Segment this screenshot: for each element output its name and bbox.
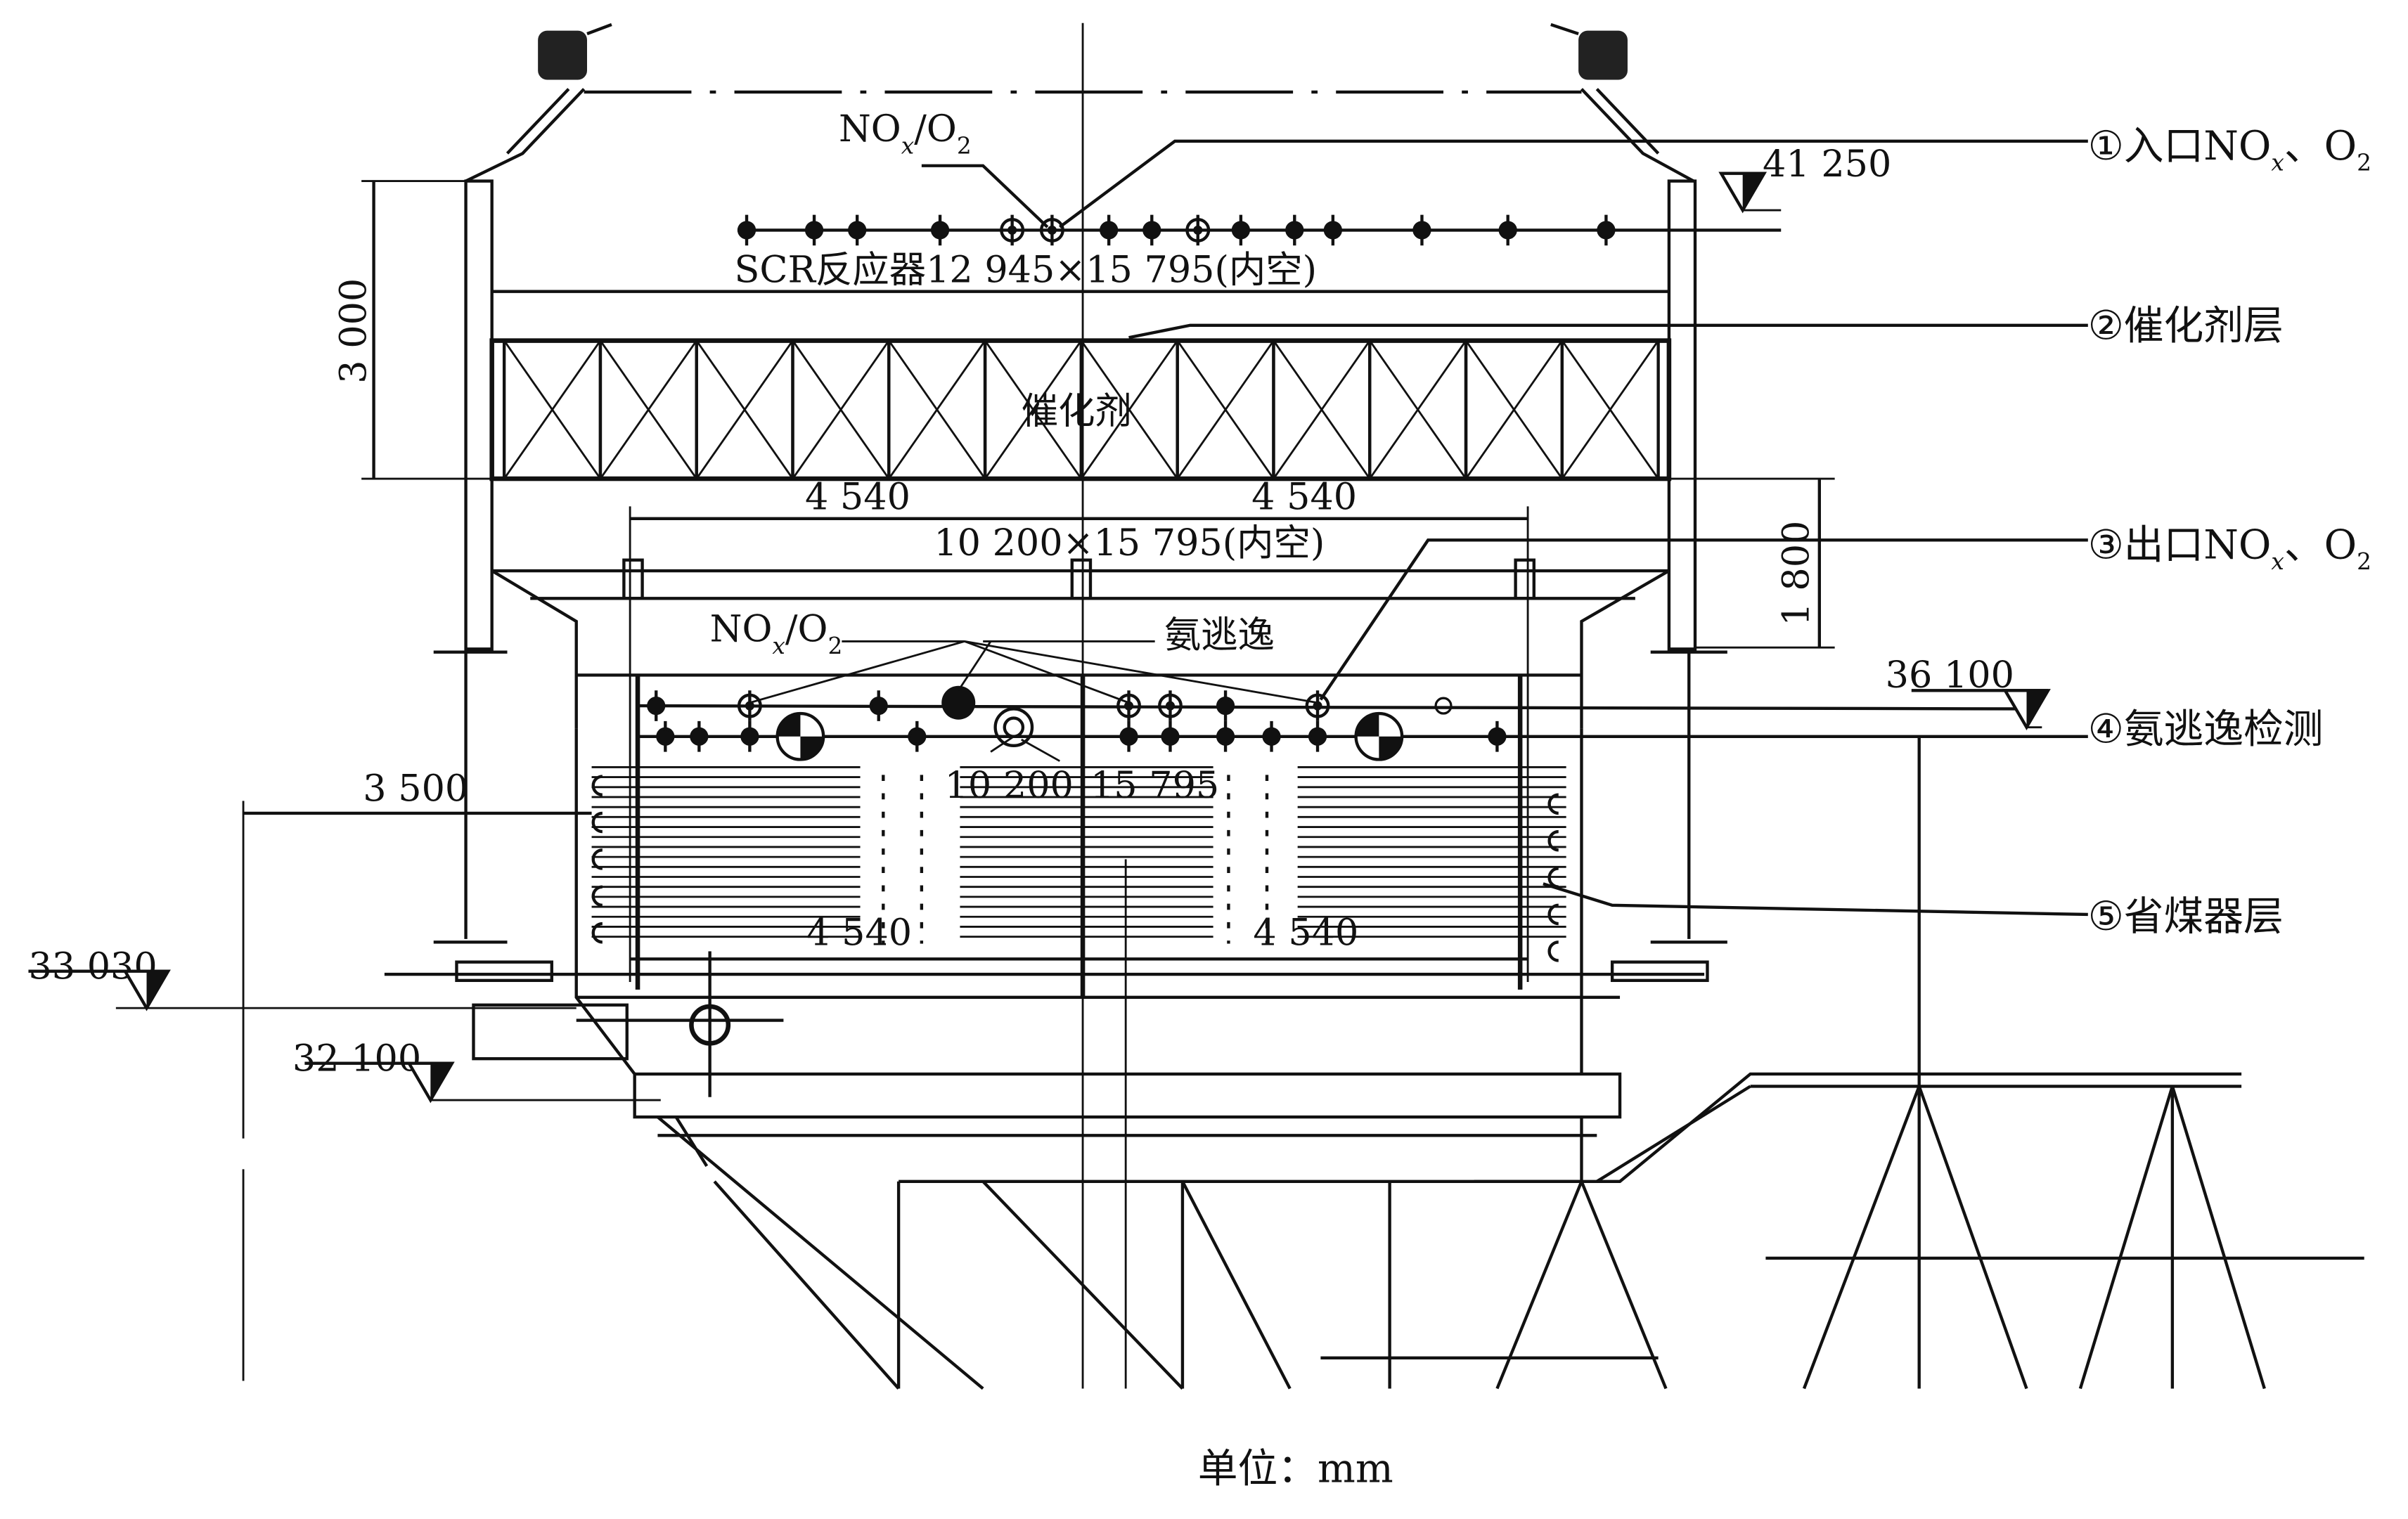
probe-icon <box>690 720 709 752</box>
catalyst-label: 催化剂 <box>1022 389 1132 432</box>
probe-icon <box>1116 690 1142 721</box>
height-gap-dimension: 1 800 <box>1775 521 1818 626</box>
probe-icon <box>737 214 756 246</box>
mixer-right-icon <box>1354 711 1404 761</box>
catalyst-layer <box>489 338 1672 481</box>
probe-icon <box>804 214 824 246</box>
probe-icon <box>1039 214 1064 246</box>
probe-icon <box>1100 214 1119 246</box>
outlet-probes <box>647 690 1507 752</box>
probe-icon <box>1119 720 1138 752</box>
probe-icon <box>737 690 762 721</box>
ammonia-slip-label: 氨逃逸 <box>1164 614 1275 657</box>
elevation-marker: 36 100 <box>1886 654 2051 730</box>
right-column <box>1610 179 1727 983</box>
duct-probe-icon <box>993 707 1034 748</box>
svg-text:③出口NOx、O2: ③出口NOx、O2 <box>2088 522 2371 575</box>
nox-o2-label-bottom: NOx/O2 <box>710 607 843 659</box>
elevation-markers: 41 250 36 100 33 030 32 100 <box>28 143 2051 1104</box>
left-column <box>433 179 553 983</box>
offset-left-dimension: 3 500 <box>363 767 468 810</box>
probe-icon <box>908 720 927 752</box>
probe-icon <box>930 214 950 246</box>
width-right-top: 4 540 <box>1251 476 1357 519</box>
inner-box-dimension: 10 200×15 795(内空) <box>934 522 1325 564</box>
elevation-marker: 33 030 <box>28 945 577 1011</box>
probe-icon <box>1216 720 1235 752</box>
probe-icon <box>740 720 759 752</box>
callout-5: ⑤省煤器层 <box>2088 893 2284 940</box>
callout-1: ①入口NOx、O2 <box>2088 123 2371 176</box>
mixer-left-icon <box>775 711 825 761</box>
height-catalyst-dimension: 3 000 <box>333 278 375 384</box>
support-platform <box>633 1072 1622 1119</box>
probe-icon <box>1231 214 1250 246</box>
svg-text:①入口NOx、O2: ①入口NOx、O2 <box>2088 123 2371 176</box>
probe-icon <box>656 720 675 752</box>
callout-3: ③出口NOx、O2 <box>2088 522 2371 575</box>
callout-2: ②催化剂层 <box>2088 302 2284 349</box>
svg-text:②催化剂层: ②催化剂层 <box>2088 302 2284 349</box>
support-truss <box>713 736 2266 1390</box>
probe-icon <box>647 690 666 721</box>
svg-text:④氨逃逸检测: ④氨逃逸检测 <box>2088 706 2324 752</box>
probe-icon <box>1000 214 1025 246</box>
probe-icon <box>1216 690 1235 721</box>
probe-icon <box>1142 214 1161 246</box>
inlet-probes <box>737 214 1616 246</box>
probe-icon <box>1161 720 1180 752</box>
probe-icon <box>1185 214 1211 246</box>
ammonia-probe-icon <box>941 685 976 720</box>
probe-icon <box>1305 690 1330 721</box>
probe-icon <box>1308 720 1327 752</box>
probe-icon <box>1597 214 1616 246</box>
duct-dim-b: 15 795 <box>1090 764 1219 807</box>
elevation-value: 41 250 <box>1763 143 1891 186</box>
elevation-marker: 32 100 <box>292 1038 661 1104</box>
elevation-marker: 41 250 <box>1718 143 1891 214</box>
probe-icon <box>1158 690 1183 721</box>
probe-icon <box>1262 720 1281 752</box>
probe-icon <box>1323 214 1342 246</box>
right-lamp-icon <box>1550 22 1694 183</box>
left-lamp-icon <box>465 22 612 183</box>
probe-icon <box>848 214 867 246</box>
economizer-tube-bundle <box>591 675 1566 1389</box>
probe-icon <box>1488 720 1507 752</box>
nox-o2-label-top: NOx/O2 <box>839 108 972 159</box>
scr-reactor-dimension: SCR反应器12 945×15 795(内空) <box>735 249 1318 292</box>
width-left-bottom: 4 540 <box>806 912 912 955</box>
width-left-top: 4 540 <box>805 476 910 519</box>
elevation-value: 32 100 <box>292 1038 421 1080</box>
duct-dim-a: 10 200 <box>945 764 1074 807</box>
probe-icon <box>1498 214 1517 246</box>
probe-icon <box>1412 214 1431 246</box>
callout-4: ④氨逃逸检测 <box>2088 706 2324 752</box>
width-right-bottom: 4 540 <box>1253 912 1358 955</box>
probe-icon <box>869 690 888 721</box>
unit-label: 单位：mm <box>1198 1446 1393 1492</box>
probe-icon <box>1285 214 1304 246</box>
svg-text:⑤省煤器层: ⑤省煤器层 <box>2088 893 2284 940</box>
